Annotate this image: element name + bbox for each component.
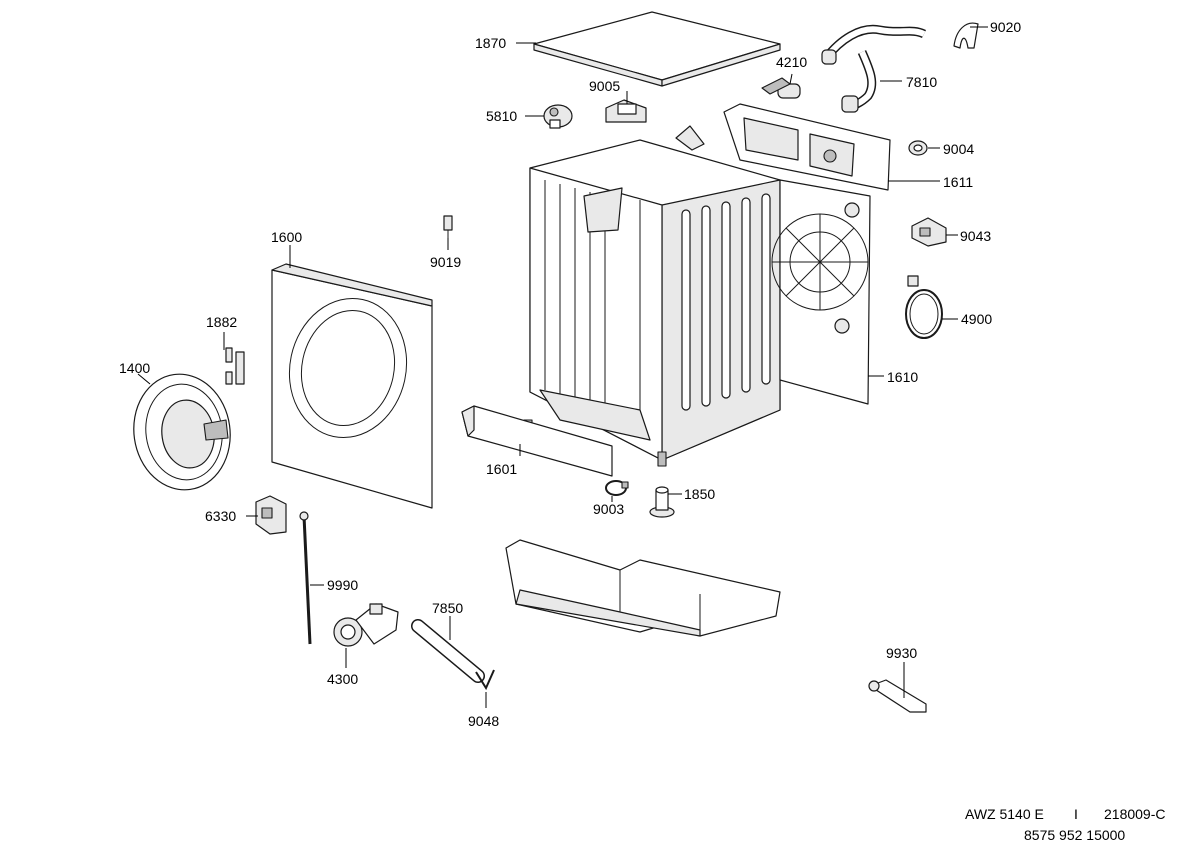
- part-1600-front-panel: [271, 263, 433, 509]
- label-part-9020: 9020: [990, 19, 1021, 35]
- label-part-9048: 9048: [468, 713, 499, 729]
- part-clip: [675, 125, 705, 151]
- label-part-1850: 1850: [684, 486, 715, 502]
- part-1611-rear-top-panel: [723, 103, 891, 191]
- part-1882-hinge: [225, 347, 245, 385]
- part-7810-hose: [821, 24, 927, 113]
- label-part-9930: 9930: [886, 645, 917, 661]
- footer-product-number: 8575 952 15000: [1024, 827, 1126, 843]
- part-1400-door: [133, 373, 231, 491]
- leader-lines: [137, 26, 988, 708]
- part-labels: 1870 4210 9020 7810 9005 5810 9004 1611 …: [119, 19, 1021, 729]
- part-6330-door-lock: [255, 495, 287, 535]
- label-part-4900: 4900: [961, 311, 992, 327]
- footer-drawing-code: 218009-C: [1104, 806, 1166, 822]
- label-part-9005: 9005: [589, 78, 620, 94]
- label-part-1882: 1882: [206, 314, 237, 330]
- label-part-7850: 7850: [432, 600, 463, 616]
- label-part-9019: 9019: [430, 254, 461, 270]
- label-part-4300: 4300: [327, 671, 358, 687]
- part-1870-top-cover: [533, 11, 781, 87]
- part-9004-grommet: [908, 140, 928, 156]
- label-part-7810: 7810: [906, 74, 937, 90]
- part-7850-pipe: [411, 619, 485, 683]
- label-part-9004: 9004: [943, 141, 974, 157]
- base-frame: [505, 539, 781, 637]
- label-part-1870: 1870: [475, 35, 506, 51]
- part-4210-component: [761, 77, 801, 99]
- part-9043-module: [911, 217, 947, 247]
- cabinet-body: [523, 139, 781, 467]
- part-4900-cable: [905, 275, 943, 339]
- part-9019-clip: [443, 215, 453, 238]
- label-part-9990: 9990: [327, 577, 358, 593]
- footer-model: AWZ 5140 E: [965, 806, 1044, 822]
- part-9990-strap: [299, 511, 312, 645]
- part-1850-foot: [649, 486, 675, 518]
- label-part-1611: 1611: [943, 174, 973, 190]
- part-9020-bracket: [953, 22, 979, 49]
- part-9048-hook: [475, 669, 495, 691]
- part-9003-clamp: [605, 480, 629, 496]
- part-1601-plinth: [461, 405, 613, 477]
- label-part-9043: 9043: [960, 228, 991, 244]
- part-4300-drain-pump: [333, 603, 399, 647]
- label-part-4210: 4210: [776, 54, 807, 70]
- part-9005-housing: [605, 99, 647, 123]
- part-9930-wrench: [868, 679, 927, 713]
- part-5810-valve: [543, 104, 573, 129]
- label-part-1601: 1601: [486, 461, 517, 477]
- label-part-9003: 9003: [593, 501, 624, 517]
- footer-separator: I: [1074, 806, 1078, 822]
- label-part-1610: 1610: [887, 369, 918, 385]
- label-part-5810: 5810: [486, 108, 517, 124]
- label-part-6330: 6330: [205, 508, 236, 524]
- label-part-1400: 1400: [119, 360, 150, 376]
- label-part-1600: 1600: [271, 229, 302, 245]
- part-1610-rear-panel: [771, 179, 871, 405]
